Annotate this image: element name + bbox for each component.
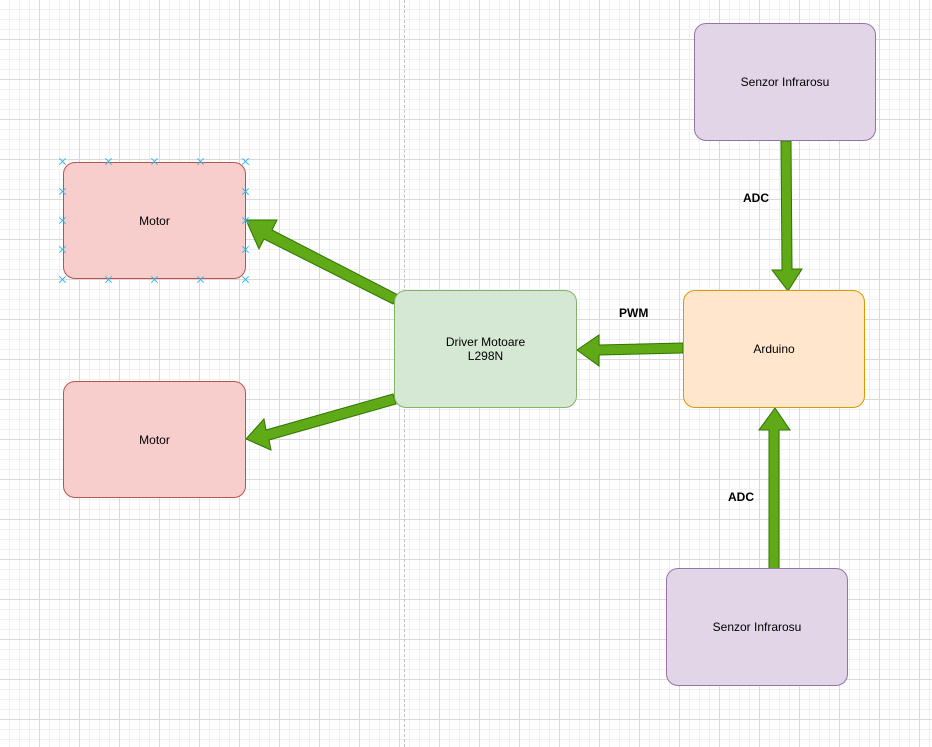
selection-handle[interactable] bbox=[151, 158, 158, 165]
selection-handle[interactable] bbox=[242, 217, 249, 224]
arduino-label: Arduino bbox=[753, 342, 795, 356]
selection-handle[interactable] bbox=[59, 246, 66, 253]
driver-label: Driver Motoare L298N bbox=[445, 335, 526, 363]
motor-top-node[interactable]: Motor bbox=[63, 162, 246, 279]
selection-handle[interactable] bbox=[197, 276, 204, 283]
arrow-sensor-bottom-to-arduino[interactable] bbox=[758, 407, 791, 572]
selection-handle[interactable] bbox=[242, 276, 249, 283]
edge-label-adc-bottom[interactable]: ADC bbox=[728, 490, 754, 504]
arrow-sensor-top-to-arduino[interactable] bbox=[770, 140, 803, 292]
edge-label-adc-top[interactable]: ADC bbox=[743, 191, 769, 205]
arrow-arduino-to-driver[interactable] bbox=[576, 334, 684, 367]
selection-handle[interactable] bbox=[59, 158, 66, 165]
motor-bottom-node[interactable]: Motor bbox=[63, 381, 246, 498]
sensor-top-label: Senzor Infrarosu bbox=[740, 75, 830, 89]
sensor-bottom-node[interactable]: Senzor Infrarosu bbox=[666, 568, 848, 686]
selection-handle[interactable] bbox=[59, 188, 66, 195]
sensor-bottom-label: Senzor Infrarosu bbox=[712, 620, 802, 634]
driver-node[interactable]: Driver Motoare L298N bbox=[394, 290, 577, 408]
selection-handle[interactable] bbox=[105, 276, 112, 283]
sensor-top-node[interactable]: Senzor Infrarosu bbox=[694, 23, 876, 141]
selection-handle[interactable] bbox=[197, 158, 204, 165]
edge-label-pwm[interactable]: PWM bbox=[619, 306, 649, 320]
selection-handle[interactable] bbox=[151, 276, 158, 283]
selection-handle[interactable] bbox=[59, 276, 66, 283]
arrow-driver-to-motor-top[interactable] bbox=[245, 219, 399, 305]
arduino-node[interactable]: Arduino bbox=[683, 290, 865, 408]
selection-handle[interactable] bbox=[242, 158, 249, 165]
selection-handle[interactable] bbox=[105, 158, 112, 165]
motor-bottom-label: Motor bbox=[139, 432, 170, 447]
selection-handle[interactable] bbox=[242, 188, 249, 195]
arrow-driver-to-motor-bottom[interactable] bbox=[245, 393, 397, 451]
motor-top-label: Motor bbox=[139, 213, 170, 228]
selection-handle[interactable] bbox=[59, 217, 66, 224]
selection-handle[interactable] bbox=[242, 246, 249, 253]
